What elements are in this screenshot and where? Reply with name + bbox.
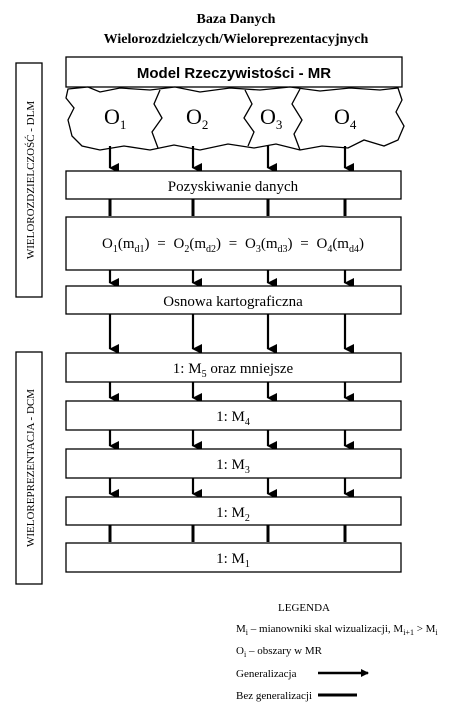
dcm-side-label: WIELOREPREZENTACJA - DCM	[25, 389, 37, 547]
svg-text:O2: O2	[186, 104, 208, 132]
object-label-4: O4	[334, 104, 357, 132]
scale-box-m2	[65, 496, 402, 526]
legend-scale-note: Mi – mianowniki skal wizualizacji, Mi+1 …	[236, 623, 438, 637]
basemap-label: Osnowa kartograficzna	[163, 294, 303, 310]
equation-label: O1(md1) = O2(md2) = O3(md3) = O4(md4)	[102, 236, 364, 255]
scale-box-m1	[65, 542, 402, 573]
connector-lines	[108, 146, 354, 542]
scale-label-m5: 1: M5 oraz mniejsze	[173, 361, 294, 380]
svg-text:O1: O1	[104, 104, 126, 132]
object-label-3: O3	[260, 104, 282, 132]
scale-label-m1: 1: M1	[216, 551, 250, 570]
model-box-label: Model Rzeczywistości - MR	[137, 65, 331, 82]
object-divider-1	[151, 89, 163, 149]
dcm-side-box	[15, 351, 43, 585]
object-label-2: O2	[186, 104, 208, 132]
diagram-title-line2: Wielorozdzielczych/Wieloreprezentacyjnyc…	[104, 32, 369, 47]
object-label-1: O1	[104, 104, 126, 132]
scale-label-m4: 1: M4	[216, 409, 250, 428]
equation-box	[65, 216, 402, 271]
svg-text:O4: O4	[334, 104, 357, 132]
legend-object-note: Oi – obszary w MR	[236, 645, 323, 659]
object-divider-2	[243, 89, 255, 147]
model-box	[65, 56, 403, 88]
legend-no-generalization-label: Bez generalizacji	[236, 690, 312, 702]
scale-label-m2: 1: M2	[216, 505, 250, 524]
scale-box-m4	[65, 400, 402, 431]
legend-title: LEGENDA	[278, 602, 330, 614]
scale-box-m5	[65, 352, 402, 383]
dlm-side-label: WIELOROZDZIELCZOŚĆ - DLM	[25, 101, 37, 259]
basemap-box	[65, 285, 402, 315]
diagram-title-line1: Baza Danych	[197, 12, 276, 27]
scale-box-m3	[65, 448, 402, 479]
object-divider-3	[291, 88, 303, 151]
scale-label-m3: 1: M3	[216, 457, 250, 476]
acquisition-label: Pozyskiwanie danych	[168, 179, 299, 195]
acquisition-box	[65, 170, 402, 200]
legend-generalization-label: Generalizacja	[236, 668, 297, 680]
svg-text:O3: O3	[260, 104, 282, 132]
objects-region	[65, 86, 405, 151]
dlm-side-box	[15, 62, 43, 298]
